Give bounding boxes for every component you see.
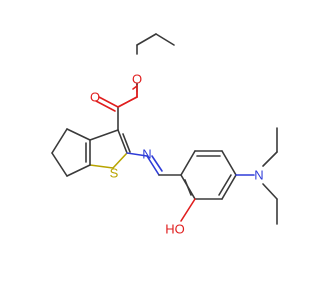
bond [95,100,116,112]
bond [117,129,128,154]
bond [89,164,114,169]
bond [151,155,163,172]
bond [180,150,196,176]
bond [221,174,237,200]
atom-hydroxyl: HO [165,222,185,237]
bond [146,155,160,176]
atom-o-carbonyl: O [132,72,142,87]
atom-n-amine: N [254,168,263,183]
atom-o-ester: O [90,90,100,105]
bond [98,96,119,108]
bond [184,179,192,196]
bond [51,152,68,177]
bond [136,33,157,46]
bond [89,129,119,141]
bond [155,33,175,46]
molecule-structure: O O N S N HO [51,33,278,237]
bond [117,96,138,108]
bond [66,128,91,141]
bond [66,164,91,177]
bond [262,183,278,200]
bond [122,133,131,153]
bond [221,150,237,176]
bond [112,152,128,169]
bond [51,128,68,154]
atom-s-thiophene: S [110,166,119,181]
bond [180,198,196,222]
atom-n-imine: N [142,147,151,162]
bond [218,174,232,196]
bond [126,152,148,157]
bond [262,151,278,167]
atom-labels: O O N S N HO [90,72,264,237]
bond-skeleton [51,33,278,225]
